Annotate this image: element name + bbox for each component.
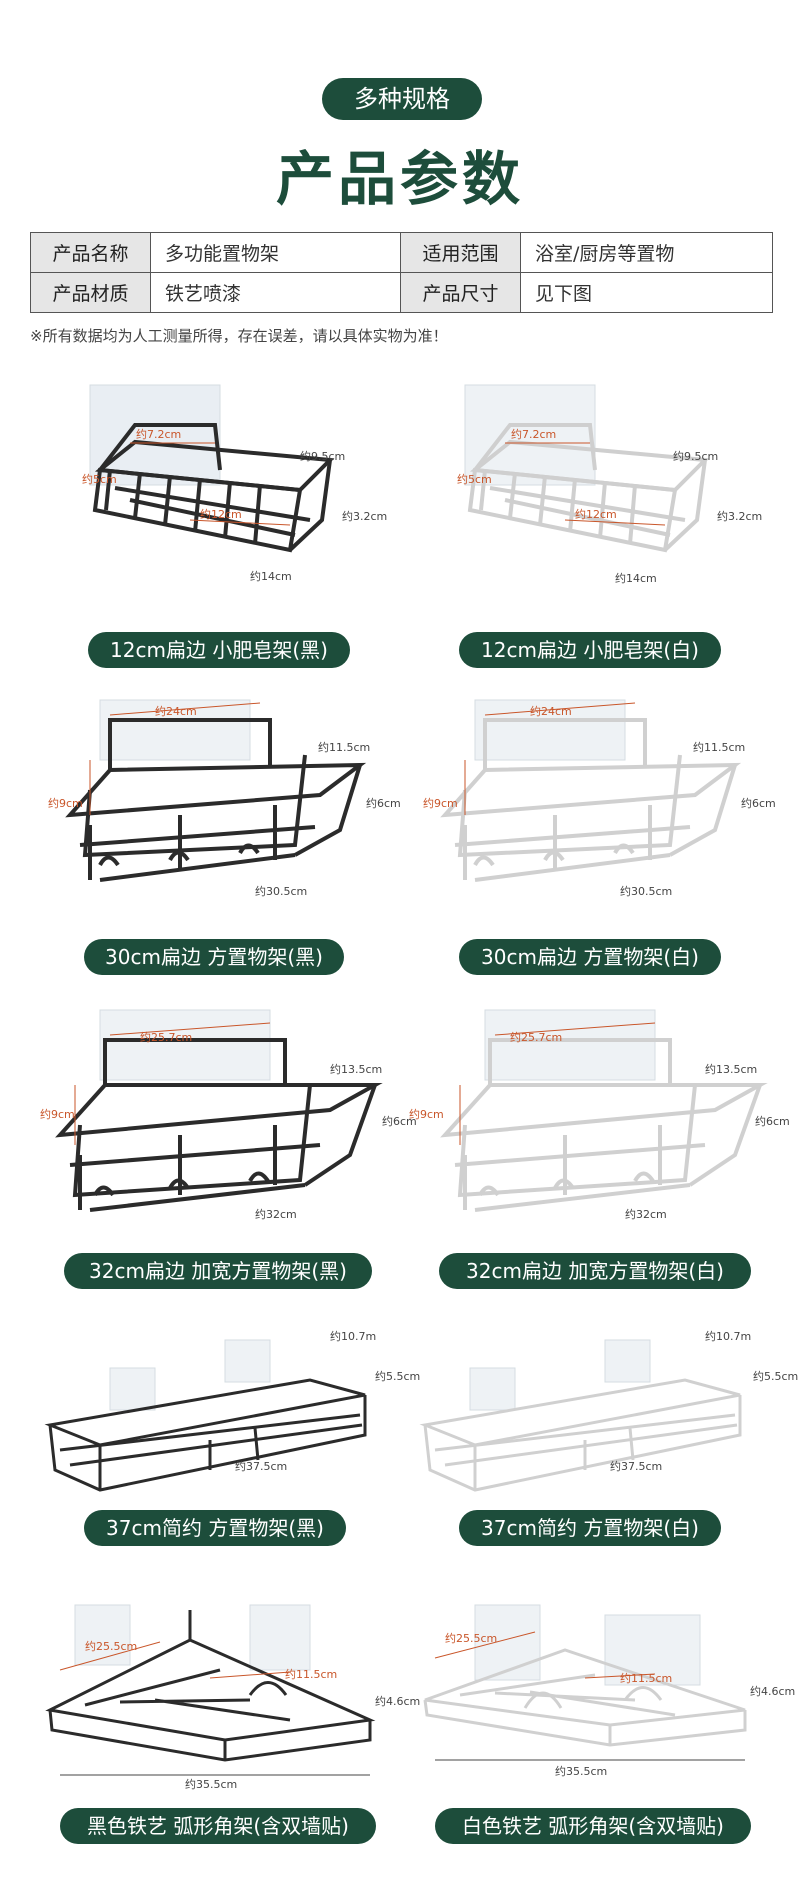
dim-width: 约25.7cm [510, 1031, 562, 1044]
product-soap-rack-white: 约7.2cm 约5cm 约12cm 约9.5cm 约3.2cm 约14cm 12… [415, 370, 775, 670]
dim-width: 约25.5cm [445, 1632, 497, 1645]
dim-depth: 约13.5cm [705, 1063, 757, 1076]
product-label: 12cm扁边 小肥皂架(白) [459, 632, 721, 668]
dim-inner: 约11.5cm [285, 1668, 337, 1681]
spec-value: 浴室/厨房等置物 [520, 232, 773, 273]
section-badge: 多种规格 [322, 78, 482, 120]
spec-table: 产品名称 多功能置物架 适用范围 浴室/厨房等置物 产品材质 铁艺喷漆 产品尺寸… [30, 232, 773, 313]
product-label: 32cm扁边 加宽方置物架(黑) [64, 1253, 372, 1289]
dim-width: 约24cm [530, 705, 572, 718]
dim-tall: 约4.6cm [375, 1695, 420, 1708]
spec-value: 铁艺喷漆 [150, 272, 401, 313]
soap-rack-white-illustration: 约7.2cm 约5cm 约12cm 约9.5cm 约3.2cm 约14cm [457, 384, 762, 585]
soap-rack-black-illustration: 约7.2cm 约5cm 约12cm 约9.5cm 约3.2cm 约14cm [82, 384, 387, 583]
product-label: 30cm扁边 方置物架(黑) [84, 939, 344, 975]
dim-length: 约35.5cm [185, 1778, 237, 1791]
dim-width: 约7.2cm [511, 428, 556, 441]
dim-inner: 约12cm [200, 508, 242, 521]
product-label: 32cm扁边 加宽方置物架(白) [439, 1253, 751, 1289]
spec-key: 产品尺寸 [400, 272, 521, 313]
spec-key: 产品名称 [30, 232, 151, 273]
dim-length: 约32cm [255, 1208, 297, 1221]
product-37cm-black: 约10.7m 约5.5cm 约37.5cm 37cm简约 方置物架(黑) [40, 1320, 420, 1580]
dim-depth: 约11.5cm [318, 741, 370, 754]
dim-length: 约32cm [625, 1208, 667, 1221]
dim-length: 约30.5cm [620, 885, 672, 898]
product-label: 37cm简约 方置物架(白) [459, 1510, 721, 1546]
dim-height: 约5cm [82, 473, 117, 486]
dim-height: 约9cm [48, 797, 83, 810]
dim-height: 约9cm [40, 1108, 75, 1121]
dim-inner: 约11.5cm [620, 1672, 672, 1685]
product-soap-rack-black: 约7.2cm 约5cm 约12cm 约9.5cm 约3.2cm 约14cm 12… [40, 370, 400, 670]
spec-key: 适用范围 [400, 232, 521, 273]
measurement-note: ※所有数据均为人工测量所得，存在误差，请以具体实物为准！ [30, 327, 448, 345]
product-label: 37cm简约 方置物架(黑) [84, 1510, 346, 1546]
product-32cm-black: 约25.7cm 约9cm 约13.5cm 约6cm 约32cm 32cm扁边 加… [30, 1005, 417, 1305]
dim-length: 约35.5cm [555, 1765, 607, 1778]
dim-length: 约14cm [250, 570, 292, 583]
corner-rack-black-illustration: 约25.5cm 约11.5cm 约4.6cm 约35.5cm [45, 1604, 420, 1791]
rack-37cm-black-illustration: 约10.7m 约5.5cm 约37.5cm [44, 1330, 420, 1492]
dim-inner: 约12cm [575, 508, 617, 521]
dim-width: 约25.7cm [140, 1031, 192, 1044]
dim-tall: 约6cm [382, 1115, 417, 1128]
corner-rack-white-illustration: 约25.5cm 约11.5cm 约4.6cm 约35.5cm [423, 1604, 795, 1778]
rack-30cm-black-illustration: 约24cm 约9cm 约11.5cm 约6cm 约30.5cm [48, 699, 401, 898]
product-corner-rack-black: 约25.5cm 约11.5cm 约4.6cm 约35.5cm 黑色铁艺 弧形角架… [40, 1590, 420, 1890]
dim-height: 约9cm [409, 1108, 444, 1121]
product-30cm-black: 约24cm 约9cm 约11.5cm 约6cm 约30.5cm 30cm扁边 方… [40, 695, 401, 995]
table-row: 产品材质 铁艺喷漆 产品尺寸 见下图 [30, 272, 773, 313]
product-32cm-white: 约25.7cm 约9cm 约13.5cm 约6cm 约32cm 32cm扁边 加… [409, 1005, 790, 1305]
dim-length: 约30.5cm [255, 885, 307, 898]
rack-30cm-white-illustration: 约24cm 约9cm 约11.5cm 约6cm 约30.5cm [423, 699, 776, 898]
spec-key: 产品材质 [30, 272, 151, 313]
product-label: 30cm扁边 方置物架(白) [459, 939, 721, 975]
table-row: 产品名称 多功能置物架 适用范围 浴室/厨房等置物 [30, 232, 773, 273]
product-label: 白色铁艺 弧形角架(含双墙贴) [435, 1808, 751, 1844]
dim-tall: 约5.5cm [753, 1370, 798, 1383]
product-30cm-white: 约24cm 约9cm 约11.5cm 约6cm 约30.5cm 30cm扁边 方… [415, 695, 776, 995]
spec-value: 多功能置物架 [150, 232, 401, 273]
dim-tall: 约6cm [366, 797, 401, 810]
spec-value: 见下图 [520, 272, 773, 313]
rack-32cm-black-illustration: 约25.7cm 约9cm 约13.5cm 约6cm 约32cm [40, 1009, 417, 1221]
rack-37cm-white-illustration: 约10.7m 约5.5cm 约37.5cm [419, 1330, 798, 1492]
dim-depth: 约9.5cm [300, 450, 345, 463]
dim-width: 约7.2cm [136, 428, 181, 441]
dim-tall: 约6cm [755, 1115, 790, 1128]
dim-length: 约37.5cm [235, 1460, 287, 1473]
product-label: 黑色铁艺 弧形角架(含双墙贴) [60, 1808, 376, 1844]
dim-length: 约14cm [615, 572, 657, 585]
dim-depth: 约10.7m [330, 1330, 376, 1343]
dim-tall: 约5.5cm [375, 1370, 420, 1383]
dim-width: 约25.5cm [85, 1640, 137, 1653]
dim-tall: 约3.2cm [717, 510, 762, 523]
dim-length: 约37.5cm [610, 1460, 662, 1473]
dim-width: 约24cm [155, 705, 197, 718]
dim-depth: 约11.5cm [693, 741, 745, 754]
dim-tall: 约6cm [741, 797, 776, 810]
product-37cm-white: 约10.7m 约5.5cm 约37.5cm 37cm简约 方置物架(白) [415, 1320, 798, 1580]
page-title: 产品参数 [275, 145, 524, 213]
dim-height: 约9cm [423, 797, 458, 810]
product-label: 12cm扁边 小肥皂架(黑) [88, 632, 350, 668]
rack-32cm-white-illustration: 约25.7cm 约9cm 约13.5cm 约6cm 约32cm [409, 1009, 790, 1221]
dim-tall: 约3.2cm [342, 510, 387, 523]
dim-tall: 约4.6cm [750, 1685, 795, 1698]
dim-depth: 约10.7m [705, 1330, 751, 1343]
dim-height: 约5cm [457, 473, 492, 486]
dim-depth: 约9.5cm [673, 450, 718, 463]
product-corner-rack-white: 约25.5cm 约11.5cm 约4.6cm 约35.5cm 白色铁艺 弧形角架… [415, 1590, 795, 1890]
dim-depth: 约13.5cm [330, 1063, 382, 1076]
